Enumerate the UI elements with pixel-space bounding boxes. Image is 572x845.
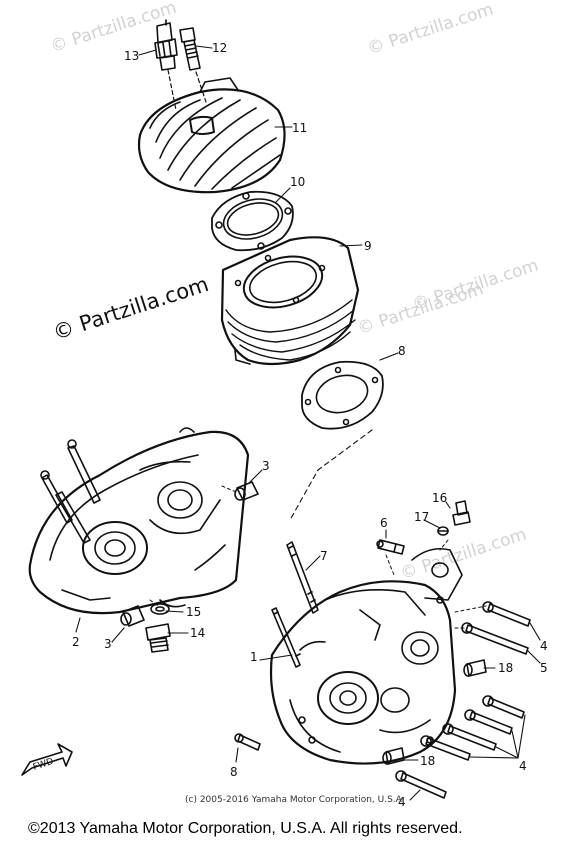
- right-crankcase: [269, 547, 463, 765]
- bolt: [482, 695, 525, 719]
- bolt: [461, 622, 529, 655]
- callout-11: 11: [292, 121, 307, 135]
- bolt: [420, 735, 471, 761]
- callout-numbers: 13 12 11 10 9 8 3 2 3 15 14 7 6 17 16 4 …: [72, 41, 548, 809]
- cylinder-stud: [286, 541, 319, 614]
- dowel-pin: [234, 481, 259, 501]
- callout-10: 10: [290, 175, 305, 189]
- bolt: [234, 733, 261, 751]
- collar: [437, 526, 449, 536]
- copyright-main: ©2013 Yamaha Motor Corporation, U.S.A. A…: [28, 820, 463, 837]
- bolt: [482, 601, 531, 627]
- cylinder-head: [137, 77, 286, 194]
- callout-5: 5: [540, 661, 548, 675]
- stud-bolt: [179, 27, 201, 71]
- callout-14: 14: [190, 626, 205, 640]
- cylinder-stud: [271, 607, 301, 668]
- callout-12: 12: [212, 41, 227, 55]
- washer: [150, 603, 170, 615]
- cylinder: [220, 236, 360, 366]
- head-gasket: [211, 190, 294, 252]
- callout-3-lower: 3: [104, 637, 112, 651]
- union-bolt: [452, 500, 471, 526]
- callout-17: 17: [414, 510, 429, 524]
- callout-4-upper: 4: [540, 639, 548, 653]
- callout-18-right: 18: [498, 661, 513, 675]
- drain-bolt: [145, 623, 171, 653]
- fwd-label: FWD: [32, 757, 55, 773]
- callout-4-lower: 4: [519, 759, 527, 773]
- bolt: [376, 539, 405, 555]
- dowel-pin: [463, 659, 487, 677]
- callout-2: 2: [72, 635, 80, 649]
- leader-lines: [75, 45, 541, 801]
- base-gasket: [301, 360, 384, 430]
- copyright-small: (c) 2005-2016 Yamaha Motor Corporation, …: [185, 795, 405, 805]
- spark-plug: [154, 19, 178, 71]
- callout-7: 7: [320, 549, 328, 563]
- callout-8: 8: [398, 344, 406, 358]
- callout-13: 13: [124, 49, 139, 63]
- callout-3-upper: 3: [262, 459, 270, 473]
- callout-16: 16: [432, 491, 447, 505]
- callout-4-bottom: 4: [398, 795, 406, 809]
- callout-9: 9: [364, 239, 372, 253]
- fwd-arrow: FWD: [21, 743, 73, 776]
- callout-6: 6: [380, 516, 388, 530]
- left-crankcase: [28, 427, 250, 615]
- bolt: [442, 723, 497, 751]
- callout-18-bottom: 18: [420, 754, 435, 768]
- bolt: [464, 709, 513, 735]
- callout-15: 15: [186, 605, 201, 619]
- dowel-pin: [120, 605, 145, 627]
- callout-1: 1: [250, 650, 258, 664]
- bolt: [395, 770, 447, 799]
- callout-8-bolt: 8: [230, 765, 238, 779]
